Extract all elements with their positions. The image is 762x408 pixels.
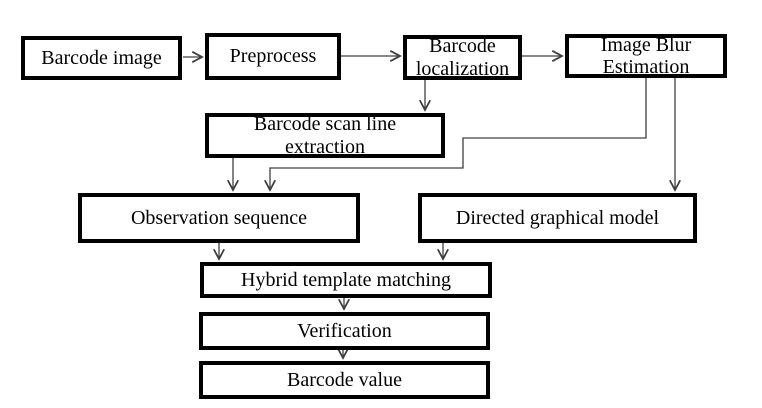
node-image-blur-estimation-label: Image Blur Estimation [600, 33, 692, 78]
node-preprocess-label: Preprocess [229, 45, 317, 68]
node-barcode-value: Barcode value [199, 361, 490, 399]
node-observation-sequence: Observation sequence [78, 193, 360, 243]
node-barcode-localization-label: Barcode localization [415, 35, 510, 80]
node-barcode-value-label: Barcode value [287, 368, 402, 391]
node-image-blur-estimation: Image Blur Estimation [565, 34, 727, 78]
node-verification: Verification [199, 312, 490, 350]
node-hybrid-template-matching-label: Hybrid template matching [241, 268, 451, 291]
node-observation-sequence-label: Observation sequence [130, 206, 308, 229]
node-barcode-scan-line-extraction: Barcode scan line extraction [205, 113, 445, 158]
node-barcode-scan-line-extraction-label: Barcode scan line extraction [253, 113, 397, 158]
node-directed-graphical-model: Directed graphical model [418, 193, 697, 243]
node-verification-label: Verification [297, 319, 392, 342]
node-directed-graphical-model-label: Directed graphical model [455, 206, 660, 229]
node-barcode-image: Barcode image [21, 36, 182, 80]
edge-blur-estimation-to-observation [270, 78, 647, 190]
node-barcode-image-label: Barcode image [41, 46, 162, 69]
node-barcode-localization: Barcode localization [403, 35, 522, 80]
node-preprocess: Preprocess [205, 33, 341, 80]
node-hybrid-template-matching: Hybrid template matching [200, 262, 492, 298]
